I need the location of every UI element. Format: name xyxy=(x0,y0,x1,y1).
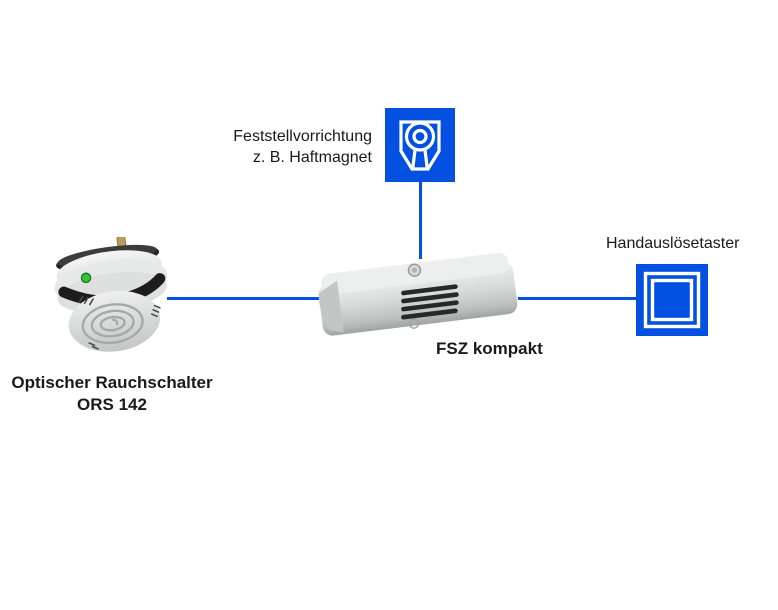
rauchschalter-label: Optischer Rauchschalter ORS 142 xyxy=(8,372,216,416)
connector-haftmagnet-to-fsz xyxy=(419,181,422,259)
manual-release-button-glyph xyxy=(643,271,701,329)
haftmagnet-label: Feststellvorrichtung z. B. Haftmagnet xyxy=(172,126,372,168)
haftmagnet-label-line2: z. B. Haftmagnet xyxy=(252,149,372,166)
connector-rauchschalter-to-fsz xyxy=(167,297,322,300)
handausloeser-label: Handauslösetaster xyxy=(606,235,740,252)
manual-release-button-icon xyxy=(636,264,708,336)
haftmagnet-icon xyxy=(385,108,455,182)
haftmagnet-glyph xyxy=(399,120,441,171)
fsz-label: FSZ kompakt xyxy=(436,339,543,358)
rauchschalter-label-line2: ORS 142 xyxy=(77,395,147,414)
connector-fsz-to-handausloeser xyxy=(518,297,639,300)
smoke-detector-photo xyxy=(54,237,168,352)
fsz-kompakt-photo xyxy=(318,252,518,336)
haftmagnet-label-line1: Feststellvorrichtung xyxy=(233,128,372,145)
rauchschalter-label-line1: Optischer Rauchschalter xyxy=(11,373,213,392)
